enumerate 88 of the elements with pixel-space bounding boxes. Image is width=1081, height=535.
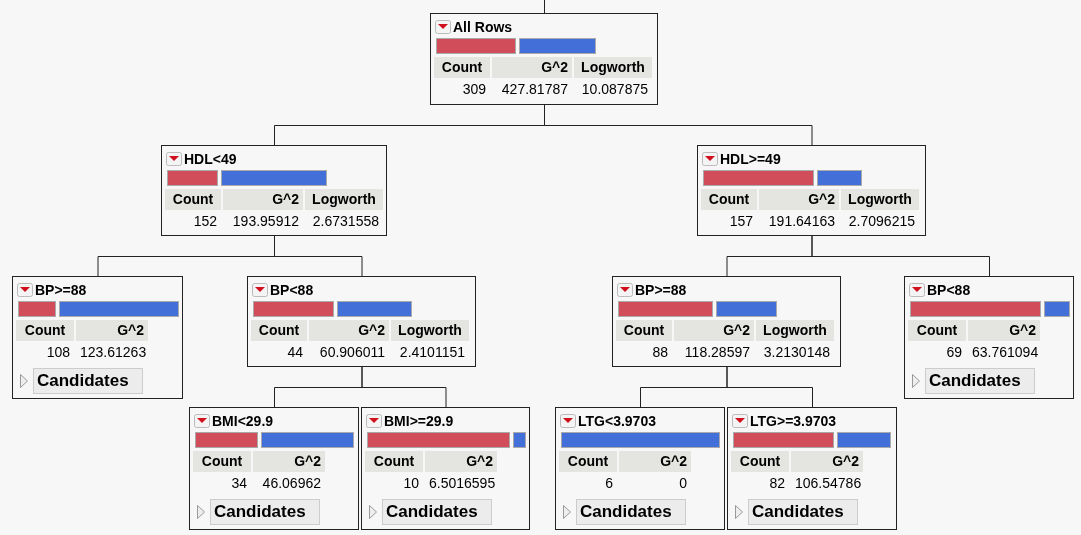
tree-node-panel xyxy=(12,276,183,399)
tree-node-panel xyxy=(430,13,658,105)
tree-connector xyxy=(361,366,447,408)
value-cell-text: 0 xyxy=(678,474,688,493)
candidates-button: Candidates xyxy=(576,499,686,525)
value-cell-text: 2.4101151 xyxy=(398,343,466,362)
candidates-button: Candidates xyxy=(382,499,492,525)
column-header: G^2 xyxy=(223,189,303,210)
column-header: G^2 xyxy=(492,57,572,78)
column-header: Count xyxy=(165,189,221,210)
value-cell-text: 46.06962 xyxy=(261,474,322,493)
value-cell-text: 2.7096215 xyxy=(847,212,916,231)
column-header: Logworth xyxy=(841,189,919,210)
node-title: BP>=88 xyxy=(635,282,687,298)
column-header: Logworth xyxy=(305,189,383,210)
column-header: G^2 xyxy=(76,320,148,341)
value-cell-text: 34 xyxy=(230,474,248,493)
value-cell-text: 63.761094 xyxy=(971,343,1040,362)
column-header: Count xyxy=(16,320,74,341)
tree-connector xyxy=(544,104,813,146)
value-cell-text: 118.28597 xyxy=(683,343,751,362)
candidates-button: Candidates xyxy=(925,368,1035,394)
column-header: Logworth xyxy=(391,320,469,341)
column-header: Logworth xyxy=(756,320,834,341)
column-header: Count xyxy=(701,189,757,210)
node-title: BP<88 xyxy=(270,282,314,298)
column-header: G^2 xyxy=(309,320,389,341)
tree-connector xyxy=(811,235,990,277)
value-cell-text: 6 xyxy=(604,474,614,493)
tree-node-panel xyxy=(904,276,1074,399)
value-cell-text: 108 xyxy=(45,343,71,362)
node-title: BMI<29.9 xyxy=(212,413,274,429)
value-cell-text: 82 xyxy=(768,474,786,493)
column-header: Count xyxy=(365,451,423,472)
value-cell-text: 152 xyxy=(192,212,218,231)
column-header: G^2 xyxy=(968,320,1040,341)
value-cell-text: 427.81787 xyxy=(500,80,569,99)
column-header: G^2 xyxy=(791,451,863,472)
tree-connector xyxy=(726,366,813,408)
value-cell-text: 10 xyxy=(402,474,420,493)
node-title: HDL>=49 xyxy=(720,151,781,167)
tree-node-panel xyxy=(361,407,530,530)
column-header: Count xyxy=(251,320,307,341)
value-cell-text: 10.087875 xyxy=(580,80,649,99)
tree-connector xyxy=(544,0,545,14)
value-cell-text: 106.54786 xyxy=(794,474,863,493)
column-header: Count xyxy=(731,451,789,472)
value-cell-text: 123.61263 xyxy=(79,343,148,362)
node-title: BP<88 xyxy=(927,282,971,298)
node-title: LTG<3.9703 xyxy=(578,413,656,429)
column-header: Count xyxy=(559,451,617,472)
value-cell-text: 157 xyxy=(728,212,754,231)
column-header: Logworth xyxy=(574,57,652,78)
column-header: G^2 xyxy=(425,451,497,472)
value-cell-text: 191.64163 xyxy=(767,212,836,231)
tree-node-panel xyxy=(727,407,897,530)
column-header: Count xyxy=(434,57,490,78)
tree-node-panel xyxy=(189,407,359,530)
value-cell-text: 60.906011 xyxy=(318,343,386,362)
node-title: BMI>=29.9 xyxy=(384,413,454,429)
tree-node-panel xyxy=(555,407,725,530)
value-cell-text: 3.2130148 xyxy=(762,343,831,362)
tree-node-panel xyxy=(612,276,841,367)
value-cell-text: 6.5016595 xyxy=(428,474,497,493)
tree-node-panel xyxy=(247,276,476,367)
value-cell-text: 309 xyxy=(461,80,487,99)
node-title: BP>=88 xyxy=(35,282,87,298)
value-cell-text: 193.95912 xyxy=(231,212,300,231)
value-cell-text: 44 xyxy=(286,343,304,362)
column-header: G^2 xyxy=(253,451,325,472)
value-cell-text: 69 xyxy=(945,343,963,362)
node-title: All Rows xyxy=(453,19,513,35)
tree-connector xyxy=(274,235,363,277)
candidates-button: Candidates xyxy=(748,499,858,525)
tree-node-panel xyxy=(161,145,387,236)
column-header: Count xyxy=(616,320,672,341)
tree-node-panel xyxy=(697,145,926,236)
column-header: Count xyxy=(908,320,966,341)
node-title: HDL<49 xyxy=(184,151,237,167)
candidates-button: Candidates xyxy=(33,368,143,394)
candidates-button: Candidates xyxy=(210,499,320,525)
column-header: G^2 xyxy=(619,451,691,472)
value-cell-text: 2.6731558 xyxy=(311,212,380,231)
column-header: G^2 xyxy=(674,320,754,341)
column-header: G^2 xyxy=(759,189,839,210)
value-cell-text: 88 xyxy=(651,343,669,362)
node-title: LTG>=3.9703 xyxy=(750,413,837,429)
column-header: Count xyxy=(193,451,251,472)
